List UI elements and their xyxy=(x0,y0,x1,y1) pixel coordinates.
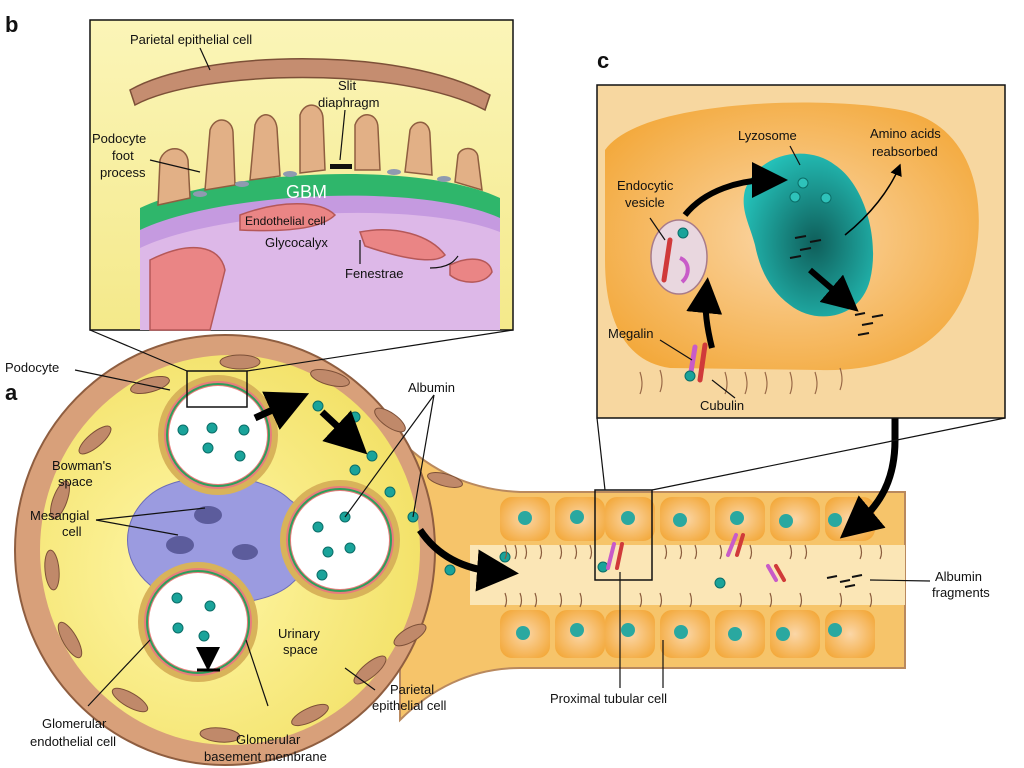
slit-diaphragms xyxy=(193,169,451,197)
label-amino-1: Amino acids xyxy=(870,126,941,141)
label-parietal-2: epithelial cell xyxy=(372,698,447,713)
label-proximal: Proximal tubular cell xyxy=(550,691,667,706)
vesicle-megalin xyxy=(661,237,673,283)
label-bowmans-space-2: space xyxy=(58,474,93,489)
microvilli-c xyxy=(639,367,843,395)
label-parietal-b: Parietal epithelial cell xyxy=(130,32,252,47)
tubule-cells-bottom xyxy=(500,610,875,658)
parietal-cells xyxy=(44,354,463,743)
zoom-line-c-left xyxy=(596,417,606,491)
label-endocytic-2: vesicle xyxy=(625,195,665,210)
zoom-line-b-left xyxy=(89,329,188,372)
label-endocytic-1: Endocytic xyxy=(617,178,674,193)
lysosome-fragments xyxy=(789,235,884,336)
label-mesangial-2: cell xyxy=(62,524,82,539)
label-fragments-1: Albumin xyxy=(935,569,982,584)
label-glom-endo-2: endothelial cell xyxy=(30,734,116,749)
label-foot-1: Podocyte xyxy=(92,131,146,146)
albumin-fragments xyxy=(826,574,863,588)
label-gbm-2: basement membrane xyxy=(204,749,327,764)
panel-a-letter: a xyxy=(5,380,18,405)
label-gbm: GBM xyxy=(286,182,327,202)
receptor-albumin xyxy=(684,370,696,382)
panel-b-letter: b xyxy=(5,12,18,37)
label-slit-1: Slit xyxy=(338,78,356,93)
capillary-right xyxy=(280,480,400,600)
label-glom-endo-1: Glomerular xyxy=(42,716,107,731)
tubule-lumen xyxy=(470,545,905,605)
label-urinary-2: space xyxy=(283,642,318,657)
label-mesangial-1: Mesangial xyxy=(30,508,89,523)
tubule-receptors xyxy=(606,533,786,582)
flow-arrows-c xyxy=(682,162,902,349)
label-lyzosome: Lyzosome xyxy=(738,128,797,143)
endothelial-cells-b xyxy=(149,203,493,331)
label-parietal-1: Parietal xyxy=(390,682,434,697)
leader-lines-b xyxy=(149,47,459,269)
label-foot-2: foot xyxy=(112,148,134,163)
label-albumin: Albumin xyxy=(408,380,455,395)
leader-lines-c xyxy=(649,145,801,399)
label-gbm-1: Glomerular xyxy=(236,732,301,747)
tubule-inset-box xyxy=(594,489,653,581)
endothelium-layer xyxy=(140,193,500,248)
label-cubulin: Cubulin xyxy=(700,398,744,413)
label-foot-3: process xyxy=(100,165,146,180)
label-bowmans-space-1: Bowman's xyxy=(52,458,112,473)
capillary-bottom xyxy=(138,562,258,682)
mesangial-cell xyxy=(232,544,258,560)
zoom-line-c-right xyxy=(651,417,1006,491)
leader-lines-a xyxy=(74,369,931,707)
slit-diaphragm-marker xyxy=(330,164,352,169)
foot-processes xyxy=(157,104,483,206)
panel-c-letter: c xyxy=(597,48,609,73)
mesangial-cell xyxy=(194,506,222,524)
panel-b: b Parietal epithelial cell Slit diaphrag… xyxy=(5,12,514,372)
label-podocyte: Podocyte xyxy=(5,360,59,375)
panel-a: a Podocyte Bowman's space Mesangial cell… xyxy=(5,334,990,766)
label-urinary-1: Urinary xyxy=(278,626,320,641)
label-endothelial-cell: Endothelial cell xyxy=(245,214,326,228)
panel-c: c Lyzosome Amino acids reabsorbed Endocy… xyxy=(596,48,1006,491)
label-glycocalyx: Glycocalyx xyxy=(265,235,328,250)
label-fenestrae: Fenestrae xyxy=(345,266,404,281)
vesicle-albumin xyxy=(677,227,689,239)
glomerulus-inset-box xyxy=(186,370,248,408)
parietal-cell-b xyxy=(129,58,491,112)
label-amino-2: reabsorbed xyxy=(872,144,938,159)
label-megalin: Megalin xyxy=(608,326,654,341)
label-slit-2: diaphragm xyxy=(318,95,379,110)
vesicle-cubulin xyxy=(679,256,690,284)
label-fragments-2: fragments xyxy=(932,585,990,600)
capillary-top xyxy=(158,375,278,495)
lysosome-albumin xyxy=(789,177,832,204)
mesangial-cell xyxy=(166,536,194,554)
gbm-layer xyxy=(140,174,500,230)
cubulin-receptor xyxy=(697,342,708,383)
flow-arrows xyxy=(196,345,899,672)
zoom-line-b-right xyxy=(246,329,514,372)
